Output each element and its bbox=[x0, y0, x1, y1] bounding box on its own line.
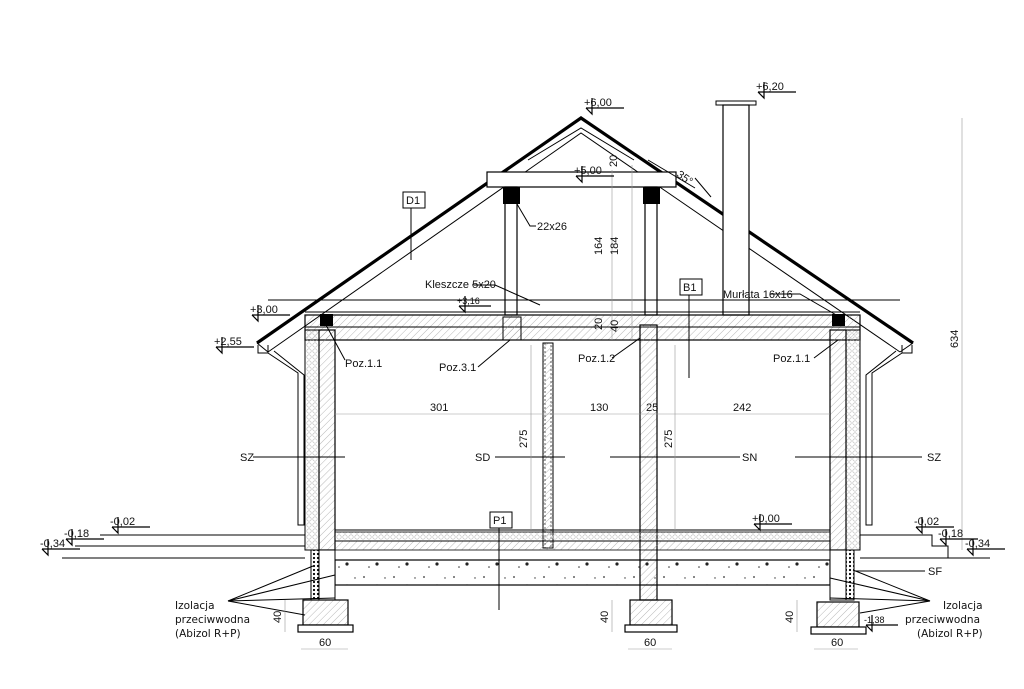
foundations bbox=[297, 549, 867, 635]
level-marker-floor: +0,00 bbox=[752, 513, 792, 532]
level-markers: +6,00 +6,20 +5,00 +3,00 +3,16 +2,55 +0,00 -0,02… bbox=[40, 81, 1005, 633]
wall-plate-label: Murłata 16x16 bbox=[723, 289, 793, 301]
level-marker-right-1: -0,02 bbox=[914, 516, 954, 535]
tag-b1: B1 bbox=[679, 278, 703, 378]
dim-184: 184 bbox=[609, 237, 621, 255]
level-value-right-1: -0,02 bbox=[914, 516, 939, 528]
dim-275b: 275 bbox=[663, 430, 675, 448]
dim-foot-h-left: 40 bbox=[272, 611, 284, 623]
dim-foot-w-mid: 60 bbox=[644, 637, 656, 649]
level-marker-eave: +2,55 bbox=[214, 336, 254, 355]
internal-walls bbox=[542, 324, 658, 601]
dim-span4: 242 bbox=[733, 402, 751, 414]
tag-p1: P1 bbox=[489, 511, 513, 610]
sd-label: SD bbox=[475, 452, 490, 464]
tag-b1-text: B1 bbox=[683, 282, 696, 294]
level-marker-tie: +3,16 bbox=[457, 296, 491, 314]
dim-275a: 275 bbox=[518, 430, 530, 448]
dim-40: 40 bbox=[609, 320, 621, 332]
dim-span2: 130 bbox=[590, 402, 608, 414]
annotations: 35° 22x26 Kleszcze 5x20 Murłata 16x16 Po… bbox=[175, 155, 983, 649]
dim-164: 164 bbox=[593, 237, 605, 255]
insulation-leaders bbox=[227, 565, 931, 616]
insulation-left-l3: (Abizol R+P) bbox=[175, 628, 241, 640]
level-marker-chimney: +6,20 bbox=[756, 81, 796, 100]
tag-p1-text: P1 bbox=[493, 515, 506, 527]
chimney bbox=[715, 100, 757, 316]
level-marker-ridge: +6,00 bbox=[584, 97, 624, 116]
sz-right-label: SZ bbox=[927, 452, 941, 464]
level-value-left-1: -0,02 bbox=[110, 516, 135, 528]
insulation-left-l1: Izolacja bbox=[175, 600, 215, 612]
insulation-right-l3: (Abizol R+P) bbox=[917, 628, 983, 640]
sz-left-label: SZ bbox=[240, 452, 254, 464]
level-value-floor: +0,00 bbox=[752, 513, 780, 525]
level-marker-right-3: -0,34 bbox=[965, 538, 1005, 557]
dim-span3: 25 bbox=[646, 402, 658, 414]
level-marker-eave-wall: +3,00 bbox=[250, 304, 290, 323]
level-value-tie: +3,16 bbox=[457, 296, 480, 306]
level-marker-footing: -1,38 bbox=[864, 615, 898, 633]
gutters bbox=[257, 345, 913, 526]
level-value-collar: +5,00 bbox=[574, 165, 602, 177]
dim-foot-h-right: 40 bbox=[784, 611, 796, 623]
dim-foot-w-left: 60 bbox=[319, 637, 331, 649]
dim-foot-h-mid: 40 bbox=[599, 611, 611, 623]
level-value-left-3: -0,34 bbox=[40, 538, 65, 550]
level-value-chimney: +6,20 bbox=[756, 81, 784, 93]
insulation-left-l2: przeciwwodna bbox=[175, 614, 250, 626]
poz-right-label: Poz.1.1 bbox=[773, 353, 810, 365]
level-marker-collar: +5,00 bbox=[574, 165, 614, 184]
label-leaders bbox=[325, 203, 839, 368]
ceiling-slab bbox=[304, 314, 861, 341]
level-marker-right-2: -0,18 bbox=[938, 528, 978, 547]
ground-left bbox=[62, 534, 305, 559]
poz-left-label: Poz.1.1 bbox=[345, 358, 382, 370]
roof bbox=[256, 116, 914, 353]
level-value-right-3: -0,34 bbox=[965, 538, 990, 550]
tag-d1-text: D1 bbox=[406, 195, 420, 207]
sn-label: SN bbox=[742, 452, 757, 464]
roof-posts bbox=[503, 186, 660, 316]
angle-line bbox=[647, 159, 696, 189]
level-value-right-2: -0,18 bbox=[938, 528, 963, 540]
level-value-eave: +2,55 bbox=[214, 336, 242, 348]
floor-layers bbox=[334, 529, 831, 586]
dim-20: 20 bbox=[593, 318, 605, 330]
poz-mid2-label: Poz.1.2 bbox=[578, 353, 615, 365]
level-marker-left-3: -0,34 bbox=[40, 538, 80, 557]
insulation-right-l2: przeciwwodna bbox=[905, 614, 980, 626]
tag-d1: D1 bbox=[402, 191, 426, 260]
dim-span1: 301 bbox=[430, 402, 448, 414]
poz-mid-label: Poz.3.1 bbox=[439, 362, 476, 374]
dim-total-height: 634 bbox=[949, 330, 961, 348]
level-marker-left-1: -0,02 bbox=[110, 516, 150, 535]
level-value-left-2: -0,18 bbox=[64, 528, 89, 540]
insulation-right-l1: Izolacja bbox=[943, 600, 983, 612]
level-value-ridge: +6,00 bbox=[584, 97, 612, 109]
post-section-label: 22x26 bbox=[537, 221, 567, 233]
dimension-lines bbox=[284, 118, 963, 650]
dim-20-top: 20 bbox=[608, 155, 620, 167]
level-value-footing: -1,38 bbox=[864, 615, 885, 625]
level-marker-left-2: -0,18 bbox=[64, 528, 104, 547]
sf-label: SF bbox=[928, 566, 942, 578]
ground-right bbox=[860, 534, 990, 559]
dim-foot-w-right: 60 bbox=[831, 637, 843, 649]
level-value-eave-wall: +3,00 bbox=[250, 304, 278, 316]
collar-tie-label: Kleszcze 5x20 bbox=[425, 279, 496, 291]
